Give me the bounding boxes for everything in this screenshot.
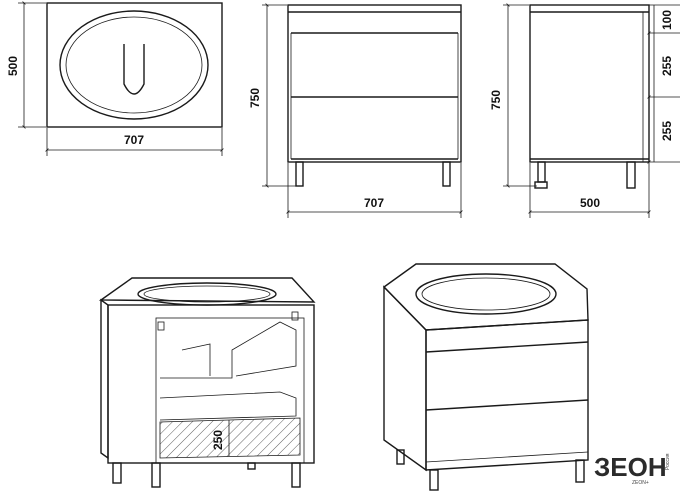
side-body bbox=[529, 4, 650, 163]
iso-open-leg-1 bbox=[112, 462, 122, 484]
side-view: 750 100 255 255 500 bbox=[489, 3, 680, 218]
brand-logo-subtext: ZEON+ bbox=[632, 480, 649, 486]
leg-left bbox=[295, 161, 304, 187]
top-view: 707 500 bbox=[6, 1, 224, 156]
countertop-outline bbox=[46, 2, 223, 128]
iso-closed-left-panel bbox=[383, 285, 427, 472]
front-height-label: 750 bbox=[248, 88, 262, 108]
brand-logo: ЗЕОН Россия ZEON+ bbox=[594, 452, 671, 486]
iso-closed-leg-front-left bbox=[429, 469, 439, 491]
side-depth-label: 500 bbox=[580, 196, 600, 210]
side-leg-left bbox=[537, 161, 546, 183]
iso-open-view: 250 bbox=[98, 277, 316, 488]
side-section-label-1: 255 bbox=[660, 56, 674, 76]
side-height-label: 750 bbox=[489, 90, 503, 110]
iso-closed-drawer-divider bbox=[425, 399, 589, 411]
leg-right bbox=[442, 161, 451, 187]
top-width-label: 707 bbox=[124, 133, 144, 147]
iso-closed-front bbox=[425, 319, 589, 471]
iso-open-drawer-front bbox=[159, 417, 301, 459]
iso-closed-drawer-top bbox=[425, 341, 589, 353]
brand-logo-text: ЗЕОН bbox=[594, 452, 667, 482]
iso-closed-view bbox=[382, 263, 589, 491]
iso-open-drawer-label: 250 bbox=[211, 430, 225, 450]
cabinet-body bbox=[287, 4, 462, 163]
iso-open-left-panel bbox=[100, 298, 109, 460]
brand-logo-superscript: Россия bbox=[665, 453, 671, 470]
iso-open-leg-3 bbox=[291, 462, 301, 488]
side-leg-right bbox=[626, 161, 636, 189]
basin-inner bbox=[65, 16, 203, 114]
basin-outer bbox=[59, 10, 209, 120]
side-section-label-2: 255 bbox=[660, 121, 674, 141]
front-view: 750 707 bbox=[248, 3, 463, 218]
basin-drain-slot bbox=[123, 44, 145, 95]
top-depth-label: 500 bbox=[6, 56, 20, 76]
iso-closed-leg-back bbox=[396, 449, 405, 465]
front-width-label: 707 bbox=[364, 196, 384, 210]
iso-closed-basin bbox=[415, 273, 557, 315]
side-section-label-0: 100 bbox=[660, 10, 674, 30]
iso-closed-leg-front-right bbox=[575, 459, 585, 483]
iso-open-countertop bbox=[98, 277, 316, 303]
iso-open-leg-2 bbox=[151, 462, 161, 488]
